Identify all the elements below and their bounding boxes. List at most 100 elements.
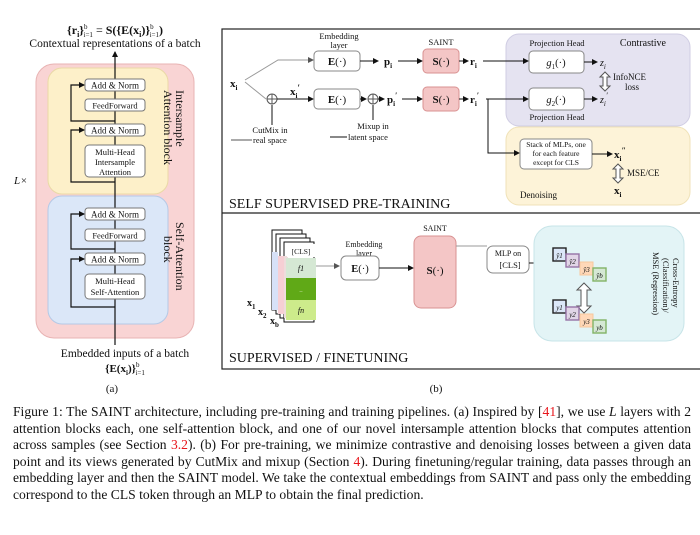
ft-embedding-label-2: layer xyxy=(356,249,372,258)
svg-text:ŷ1: ŷ1 xyxy=(555,252,563,260)
mlp-stack-box: Stack of MLPs, one for each feature exce… xyxy=(519,138,593,170)
panel-b-sublabel: (b) xyxy=(430,383,443,395)
section-link[interactable]: 4 xyxy=(353,453,361,469)
p-i: pi xyxy=(384,56,392,70)
caption-text: ). During finetuning/regular training, d… xyxy=(13,453,691,502)
projection-head-g1: g1(·) xyxy=(528,50,585,74)
caption-math: L xyxy=(609,404,617,419)
self-attention-block-title: Self-Attention block xyxy=(161,222,187,291)
mixup-label-1: Mixup in xyxy=(357,121,389,131)
saint-label: SAINT xyxy=(428,37,454,47)
svg-text:Add & Norm: Add & Norm xyxy=(91,126,139,136)
x-orig: xi xyxy=(614,185,622,199)
r-i-aug: ri′ xyxy=(470,91,479,108)
svg-text:S(·): S(·) xyxy=(432,56,449,68)
svg-text:S(·): S(·) xyxy=(432,94,449,106)
svg-text:Multi-Head: Multi-Head xyxy=(95,276,135,286)
svg-text:E(·): E(·) xyxy=(328,56,347,68)
x-recon: xi″ xyxy=(614,146,626,163)
r-i: ri xyxy=(470,56,477,70)
self-attn-feedforward: FeedForward xyxy=(84,228,146,242)
svg-text:g1(·): g1(·) xyxy=(546,58,566,71)
double-arrow-icon xyxy=(598,71,612,92)
svg-text:E(·): E(·) xyxy=(328,94,347,106)
input-x-aug: xi′ xyxy=(290,83,300,100)
svg-text:block: block xyxy=(161,236,175,263)
feature-f1: f1 xyxy=(298,264,304,273)
svg-text:Multi-Head: Multi-Head xyxy=(95,147,135,157)
feature-ellipsis: .. xyxy=(299,286,303,294)
citation-link[interactable]: 41 xyxy=(542,404,557,419)
embedding-box-top: E(·) xyxy=(313,50,361,72)
batch-x1: x1 xyxy=(247,298,256,311)
intersample-feedforward: FeedForward xyxy=(84,98,146,112)
projection-head-label-bottom: Projection Head xyxy=(530,112,586,122)
p-i-aug: pi′ xyxy=(387,91,397,108)
figure-caption: Figure 1: The SAINT architecture, includ… xyxy=(13,404,691,504)
svg-text:[CLS]: [CLS] xyxy=(499,260,520,270)
multi-head-intersample-attention: Multi-Head Intersample Attention xyxy=(84,144,146,178)
mlp-cls-box: MLP on [CLS] xyxy=(486,245,530,274)
residual-connection xyxy=(70,127,115,183)
svg-text:Add & Norm: Add & Norm xyxy=(91,210,139,220)
svg-text:Attention: Attention xyxy=(99,167,132,177)
input-label: Embedded inputs of a batch xyxy=(61,348,190,360)
cls-token: [CLS] xyxy=(292,247,311,256)
svg-text:Intersample: Intersample xyxy=(173,90,187,147)
svg-text:Stack of MLPs, one: Stack of MLPs, one xyxy=(526,140,586,149)
caption-text: Figure 1: The SAINT architecture, includ… xyxy=(13,404,543,419)
double-arrow-icon xyxy=(611,163,625,184)
svg-text:except for CLS: except for CLS xyxy=(533,158,579,167)
section-link[interactable]: 3.2 xyxy=(170,437,188,453)
self-attn-add-norm-top: Add & Norm xyxy=(84,207,146,221)
double-arrow-icon xyxy=(575,282,593,314)
svg-text:(Classification)/: (Classification)/ xyxy=(661,258,671,313)
panel-b-frame xyxy=(221,28,700,370)
prediction-boxes: ŷ1 ŷ2 ŷ3 ŷb xyxy=(552,247,607,282)
svg-text:Add & Norm: Add & Norm xyxy=(91,255,139,265)
svg-text:Intersample: Intersample xyxy=(95,157,135,167)
mixup-label-2: latent space xyxy=(348,132,388,142)
svg-text:Add & Norm: Add & Norm xyxy=(91,81,139,91)
svg-text:y2: y2 xyxy=(568,311,576,319)
svg-text:Self-Attention: Self-Attention xyxy=(91,287,140,297)
intersample-add-norm-top: Add & Norm xyxy=(84,78,146,92)
infonce-label-1: InfoNCE xyxy=(613,72,646,82)
input-x: xi xyxy=(230,78,238,92)
contrastive-title: Contrastive xyxy=(620,38,667,49)
projection-head-label-top: Projection Head xyxy=(530,38,586,48)
svg-text:E(·): E(·) xyxy=(351,264,369,275)
saint-box-bottom: S(·) xyxy=(422,86,460,112)
embedding-layer-label-1: Embedding xyxy=(319,31,359,41)
svg-text:FeedForward: FeedForward xyxy=(92,101,138,111)
intersample-block-title: Intersample Attention block xyxy=(161,90,187,165)
caption-text: ). (b) For pre-training, we minimize con… xyxy=(13,437,691,469)
intersample-add-norm-bottom: Add & Norm xyxy=(84,123,146,137)
batch-x2: x2 xyxy=(258,307,267,320)
svg-text:MSE (Regression): MSE (Regression) xyxy=(651,252,661,315)
svg-text:Attention block: Attention block xyxy=(161,90,175,165)
output-label: Contextual representations of a batch xyxy=(29,38,200,50)
cutmix-label-1: CutMix in xyxy=(252,125,288,135)
embedding-layer-label-2: layer xyxy=(331,40,348,50)
svg-text:ŷb: ŷb xyxy=(595,272,603,280)
denoising-title: Denoising xyxy=(520,190,557,200)
residual-connection xyxy=(70,82,115,122)
pretraining-title: SELF SUPERVISED PRE-TRAINING xyxy=(229,197,450,212)
svg-text:ŷ3: ŷ3 xyxy=(582,266,590,274)
multi-head-self-attention: Multi-Head Self-Attention xyxy=(84,273,146,300)
svg-text:y1: y1 xyxy=(555,304,563,312)
cutmix-label-2: real space xyxy=(253,135,287,145)
svg-text:g2(·): g2(·) xyxy=(546,95,566,108)
batch-stack: [CLS] f1 .. fn xyxy=(271,229,316,323)
svg-text:S(·): S(·) xyxy=(426,265,443,277)
branch-bottom xyxy=(244,81,267,100)
target-boxes: y1 y2 y3 yb xyxy=(552,299,607,334)
feature-fn: fn xyxy=(298,306,304,315)
residual-connection xyxy=(70,256,115,308)
mse-ce-label: MSE/CE xyxy=(627,168,660,178)
svg-text:Self-Attention: Self-Attention xyxy=(173,222,187,291)
